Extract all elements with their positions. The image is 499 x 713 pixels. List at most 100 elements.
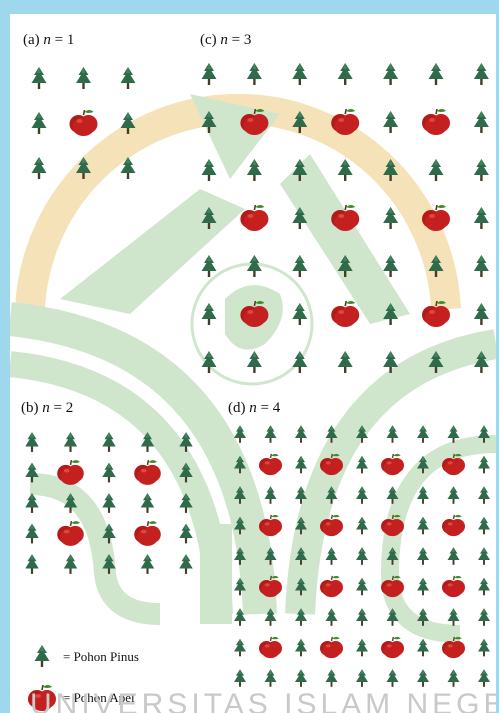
apple-tree [320,576,343,597]
pine-tree [474,63,489,85]
pine-tree [202,255,217,277]
apple-tree [381,454,404,475]
pine-tree [356,639,368,657]
pine-tree [474,207,489,229]
pine-tree [356,517,368,535]
legend-pine-label: = Pohon Pinus [63,649,139,664]
pine-tree [102,432,116,452]
pine-tree [387,425,399,443]
pine-tree [202,159,217,181]
label-n3: (c) n = 3 [200,32,251,48]
pine-tree [25,493,39,513]
pine-tree [292,255,307,277]
pine-tree [265,669,277,687]
pine-tree [32,67,47,89]
pine-tree [295,425,307,443]
pine-tree [383,63,398,85]
pine-tree [64,432,78,452]
pine-tree [141,554,155,574]
pine-tree [295,639,307,657]
pine-tree [417,639,429,657]
pine-tree [356,578,368,596]
pine-tree [247,63,262,85]
pine-tree [478,486,490,504]
pine-tree [32,112,47,134]
pine-tree [448,669,460,687]
pine-tree [429,63,444,85]
pine-tree [474,255,489,277]
pine-tree [478,639,490,657]
apple-tree [331,301,359,327]
apple-tree [442,515,465,536]
pine-tree [25,524,39,544]
apple-tree [422,109,450,135]
pine-tree [417,578,429,596]
pine-tree [179,524,193,544]
pine-tree [356,456,368,474]
pine-tree [179,554,193,574]
pine-tree [474,159,489,181]
orchard-diagram: (a) n = 1 (c) n = 3 (b) n = 2 (d) n = 4 … [10,14,496,713]
pine-tree [429,159,444,181]
pine-tree [478,517,490,535]
pine-tree [474,111,489,133]
pine-tree [338,351,353,373]
label-n2: (b) n = 2 [21,400,73,416]
pine-tree [474,303,489,325]
pine-tree [202,303,217,325]
pine-tree [247,351,262,373]
pine-tree [247,159,262,181]
pine-tree [338,159,353,181]
pine-tree [478,456,490,474]
pine-tree [121,67,136,89]
pine-tree [76,67,91,89]
pine-tree [417,425,429,443]
apple-tree [57,521,84,546]
pine-tree [417,669,429,687]
pine-tree [417,547,429,565]
pine-tree [338,63,353,85]
apple-tree [442,576,465,597]
pine-tree [64,554,78,574]
pine-tree [448,547,460,565]
pine-tree [448,486,460,504]
pine-tree [292,303,307,325]
pine-tree [387,669,399,687]
pine-tree [326,669,338,687]
pine-tree [141,493,155,513]
pine-tree [295,669,307,687]
apple-tree [259,637,282,658]
pine-tree [383,111,398,133]
pine-tree [326,608,338,626]
pine-tree [326,547,338,565]
apple-tree [70,110,98,136]
apple-tree [134,521,161,546]
pine-tree [417,517,429,535]
apple-tree [320,637,343,658]
pine-tree [202,63,217,85]
apple-tree [134,460,161,485]
label-n4: (d) n = 4 [228,400,281,416]
pine-tree [234,669,246,687]
legend-pine-icon [35,645,50,667]
pine-tree [25,554,39,574]
pine-tree [25,432,39,452]
pine-tree [478,578,490,596]
pine-tree [478,608,490,626]
pine-tree [383,255,398,277]
pine-tree [417,486,429,504]
pine-tree [32,157,47,179]
pine-tree [448,608,460,626]
figure-panel: (a) n = 1 (c) n = 3 (b) n = 2 (d) n = 4 … [10,14,496,713]
pine-tree [356,669,368,687]
pine-tree [356,486,368,504]
pine-tree [102,493,116,513]
label-n1: (a) n = 1 [23,32,74,48]
pine-tree [292,63,307,85]
pine-tree [356,608,368,626]
apple-tree [259,454,282,475]
pine-tree [478,669,490,687]
pine-tree [102,463,116,483]
watermark-text: UNIVERSITAS ISLAM NEGERI [30,688,496,713]
